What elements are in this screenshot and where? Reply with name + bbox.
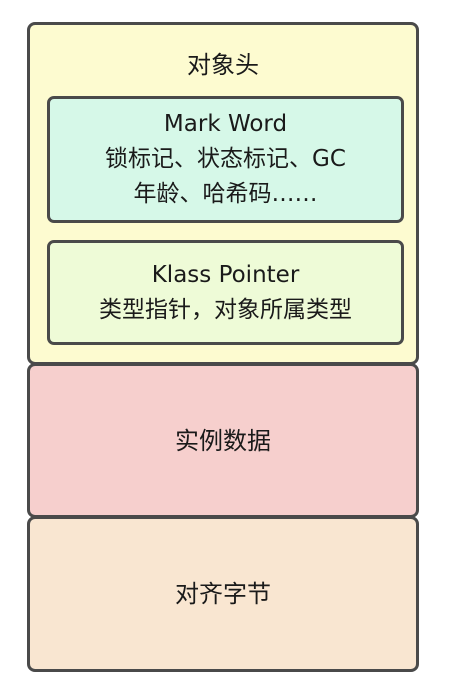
mark-word-line-3: 年龄、哈希码…… [133, 181, 318, 207]
mark-word-line-2: 锁标记、状态标记、GC [105, 146, 346, 172]
mark-word-box: Mark Word 锁标记、状态标记、GC 年龄、哈希码…… [47, 96, 404, 223]
klass-pointer-box: Klass Pointer 类型指针，对象所属类型 [47, 240, 404, 345]
object-header-block: 对象头 Mark Word 锁标记、状态标记、GC 年龄、哈希码…… Klass… [27, 22, 419, 365]
klass-pointer-line-1: Klass Pointer [151, 261, 300, 288]
klass-pointer-line-2: 类型指针，对象所属类型 [99, 296, 352, 323]
object-header-title: 对象头 [187, 51, 259, 79]
padding-title: 对齐字节 [175, 580, 271, 608]
padding-block: 对齐字节 [27, 516, 419, 672]
instance-data-title: 实例数据 [175, 426, 271, 455]
instance-data-block: 实例数据 [27, 363, 419, 518]
mark-word-line-1: Mark Word [163, 111, 288, 137]
